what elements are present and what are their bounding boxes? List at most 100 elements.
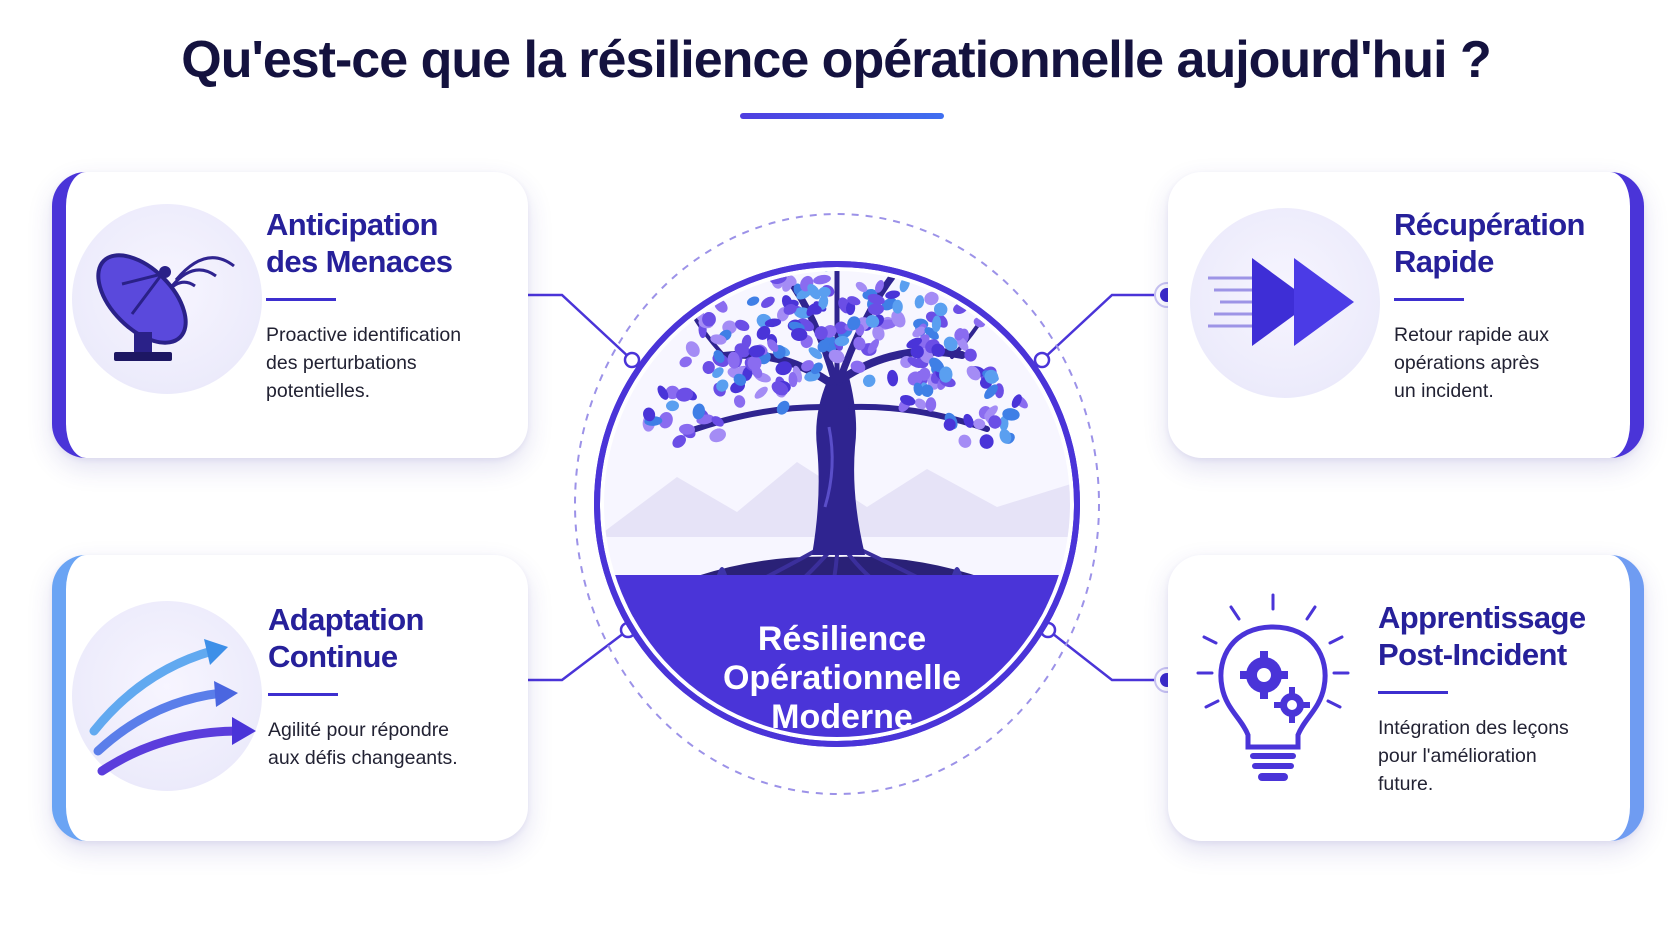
- leaf: [733, 373, 747, 386]
- leaf: [924, 327, 939, 340]
- card-title-line: Anticipation: [266, 207, 439, 242]
- card-desc-line: Retour rapide aux: [1394, 324, 1550, 346]
- card-recuperation: Récupération Rapide Retour rapide aux op…: [1168, 172, 1644, 458]
- leaf: [867, 293, 885, 305]
- leaf: [791, 327, 808, 342]
- leaf: [872, 325, 885, 341]
- leaf: [685, 341, 700, 357]
- card-description: Proactive identification des perturbatio…: [266, 321, 496, 405]
- card-desc-line: opérations après: [1394, 352, 1540, 374]
- card-desc-line: des perturbations: [266, 352, 417, 374]
- leaf: [988, 415, 1002, 429]
- card-desc-line: future.: [1378, 773, 1434, 795]
- leaf: [973, 418, 986, 430]
- leaf: [711, 416, 724, 427]
- leaf: [862, 374, 876, 387]
- card-desc-line: un incident.: [1394, 380, 1494, 402]
- center-label-line: Résilience: [757, 620, 927, 658]
- leaf: [910, 344, 924, 359]
- leaf: [767, 339, 779, 352]
- leaf: [958, 434, 972, 448]
- leaf: [900, 395, 916, 406]
- leaf: [943, 418, 956, 431]
- connector-apprentissage: [1047, 629, 1165, 682]
- leaf: [914, 295, 925, 309]
- leaf: [906, 337, 922, 349]
- leaf: [929, 357, 945, 373]
- leaf: [788, 372, 798, 388]
- card-divider: [1394, 298, 1464, 301]
- leaf: [775, 361, 792, 376]
- leaf: [710, 334, 727, 345]
- leaf: [756, 325, 771, 340]
- leaf: [867, 338, 880, 354]
- leaf: [666, 400, 679, 412]
- leaf: [984, 369, 999, 384]
- card-desc-line: Agilité pour répondre: [268, 719, 450, 741]
- leaf: [733, 395, 746, 408]
- card-divider: [266, 298, 336, 301]
- leaf: [702, 312, 716, 327]
- leaf: [850, 360, 866, 374]
- leaf: [771, 381, 789, 396]
- leaf: [925, 397, 937, 412]
- card-title-line: Post-Incident: [1378, 637, 1567, 672]
- arrows-icon: [72, 601, 262, 791]
- fast-forward-icon: [1190, 208, 1380, 398]
- leaf: [783, 304, 797, 315]
- leaf: [801, 360, 814, 372]
- card-description: Retour rapide aux opérations après un in…: [1394, 321, 1624, 405]
- card-title-line: des Menaces: [266, 244, 453, 279]
- center-emblem: [567, 207, 1107, 812]
- leaf: [747, 355, 762, 371]
- leaf: [776, 400, 790, 415]
- leaf: [954, 328, 965, 341]
- card-desc-line: aux défis changeants.: [268, 747, 458, 769]
- leaf: [716, 379, 729, 392]
- leaf: [918, 367, 931, 381]
- leaf: [643, 407, 656, 422]
- leaf: [999, 429, 1012, 444]
- leaf: [966, 365, 981, 381]
- card-anticipation: Anticipation des Menaces Proactive ident…: [52, 172, 528, 458]
- leaf: [892, 299, 903, 314]
- card-title: Anticipation des Menaces: [266, 206, 496, 280]
- leaf: [933, 302, 948, 317]
- leaf: [855, 281, 868, 293]
- leaf: [891, 310, 906, 328]
- leaf: [887, 369, 899, 387]
- tree-icon: [574, 213, 1100, 795]
- leaf: [676, 280, 690, 294]
- leaf: [817, 339, 830, 353]
- leaf: [671, 298, 683, 312]
- leaf: [667, 292, 683, 302]
- leaf: [686, 289, 703, 304]
- leaf: [667, 300, 679, 316]
- leaf: [999, 416, 1009, 431]
- leaf: [939, 366, 953, 383]
- leaf: [818, 294, 829, 310]
- leaf: [818, 286, 831, 298]
- leaf: [735, 319, 750, 332]
- center-label-line: Moderne: [771, 698, 913, 736]
- leaf: [979, 434, 994, 449]
- leaf: [679, 356, 692, 368]
- leaf: [973, 277, 986, 290]
- leaf: [675, 295, 688, 307]
- leaf: [658, 412, 673, 429]
- card-desc-line: pour l'amélioration: [1378, 745, 1537, 767]
- leaf: [709, 428, 726, 443]
- leaf: [741, 334, 752, 350]
- leaf: [672, 434, 686, 448]
- leaf: [808, 347, 823, 360]
- leaf: [814, 326, 828, 340]
- leaf: [807, 283, 821, 300]
- center-label-line: Opérationnelle: [722, 659, 962, 697]
- leaf: [807, 304, 822, 315]
- leaf: [761, 296, 775, 308]
- leaf: [692, 403, 705, 420]
- leaf: [931, 315, 942, 333]
- leaf: [907, 356, 923, 369]
- connector-recuperation: [1041, 293, 1165, 361]
- card-title-line: Continue: [268, 639, 398, 674]
